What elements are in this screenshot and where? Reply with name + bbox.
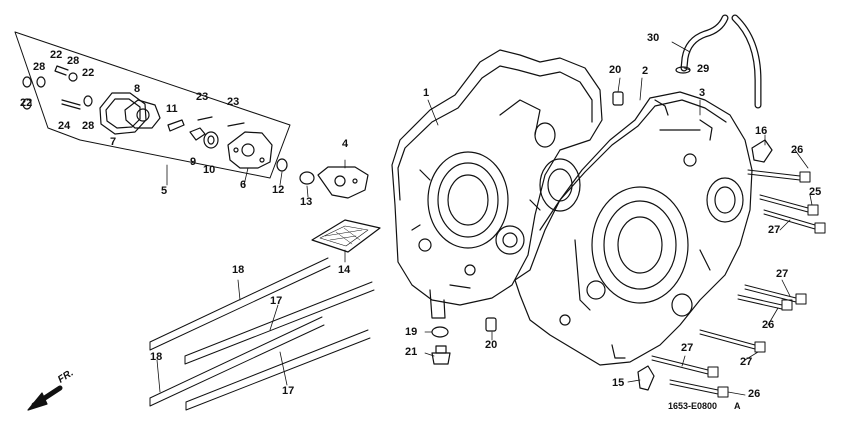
callout-18-upper: 18 xyxy=(232,264,245,276)
oil-pump-seal xyxy=(299,171,315,185)
callout-25: 25 xyxy=(809,186,822,198)
callout-10: 10 xyxy=(203,164,216,176)
oil-pump-plate xyxy=(317,166,369,199)
callout-14: 14 xyxy=(338,264,351,276)
callout-13: 13 xyxy=(300,196,313,208)
callout-3: 3 xyxy=(699,87,706,99)
oil-pump-assembly-bracket xyxy=(14,31,291,179)
callout-21: 21 xyxy=(405,346,418,358)
callout-26-middle: 26 xyxy=(762,319,775,331)
callout-27-b: 27 xyxy=(776,268,789,280)
callout-8: 8 xyxy=(134,83,141,95)
callout-28-b: 28 xyxy=(67,55,80,67)
oil-pump-shaft-parts xyxy=(167,119,219,149)
callout-24: 24 xyxy=(58,120,71,132)
right-crankcase-half xyxy=(514,91,753,366)
oil-pump-gasket-and-cover xyxy=(99,92,161,135)
callout-11: 11 xyxy=(166,103,178,115)
callout-1: 1 xyxy=(423,87,430,99)
callout-20-upper: 20 xyxy=(609,64,622,76)
callout-27-d: 27 xyxy=(740,356,753,368)
dowel-pin-lower xyxy=(485,317,497,332)
callout-22-c: 22 xyxy=(20,97,33,109)
callout-27-c: 27 xyxy=(681,342,694,354)
callout-6: 6 xyxy=(240,179,247,191)
callout-16: 16 xyxy=(755,125,768,137)
oil-pump-collar xyxy=(276,158,288,172)
callout-23-a: 23 xyxy=(196,91,209,103)
callout-5: 5 xyxy=(161,185,168,197)
callout-7: 7 xyxy=(110,136,117,148)
leader-lines xyxy=(156,41,813,396)
callout-22-b: 22 xyxy=(82,67,95,79)
callout-17-upper: 17 xyxy=(270,295,283,307)
callout-12: 12 xyxy=(272,184,285,196)
dowel-pin-upper xyxy=(612,91,624,106)
drawing-code: 1653-E0800 xyxy=(668,401,718,411)
callout-26-upper: 26 xyxy=(791,144,804,156)
callout-27-a: 27 xyxy=(768,224,781,236)
hose-clamp xyxy=(751,139,773,163)
callout-23-b: 23 xyxy=(227,96,240,108)
callout-4: 4 xyxy=(342,138,349,150)
drain-bolt xyxy=(431,345,451,365)
crankcase-studs xyxy=(149,257,375,411)
callout-18-lower: 18 xyxy=(150,351,163,363)
callout-19: 19 xyxy=(405,326,418,338)
callout-17-lower: 17 xyxy=(282,385,295,397)
crankcase-bolts-right xyxy=(651,169,826,398)
front-direction-arrow xyxy=(27,385,63,411)
oil-strainer-screen xyxy=(311,219,381,253)
cable-clip xyxy=(637,365,655,391)
callout-28-a: 28 xyxy=(33,61,46,73)
callout-28-c: 28 xyxy=(82,120,95,132)
cover-bolts xyxy=(197,116,245,127)
callout-29: 29 xyxy=(697,63,710,75)
callout-30: 30 xyxy=(647,32,660,44)
callout-9: 9 xyxy=(190,156,197,168)
small-bolts-and-washers xyxy=(22,65,93,110)
oil-pump-body xyxy=(227,131,273,169)
breather-hose xyxy=(675,14,762,109)
callout-22-a: 22 xyxy=(50,49,63,61)
sealing-washer xyxy=(431,326,449,338)
drawing-suffix: A xyxy=(734,401,741,411)
callout-15: 15 xyxy=(612,377,625,389)
callout-20-lower: 20 xyxy=(485,339,498,351)
callout-26-lower: 26 xyxy=(748,388,761,400)
callout-2: 2 xyxy=(642,65,649,77)
